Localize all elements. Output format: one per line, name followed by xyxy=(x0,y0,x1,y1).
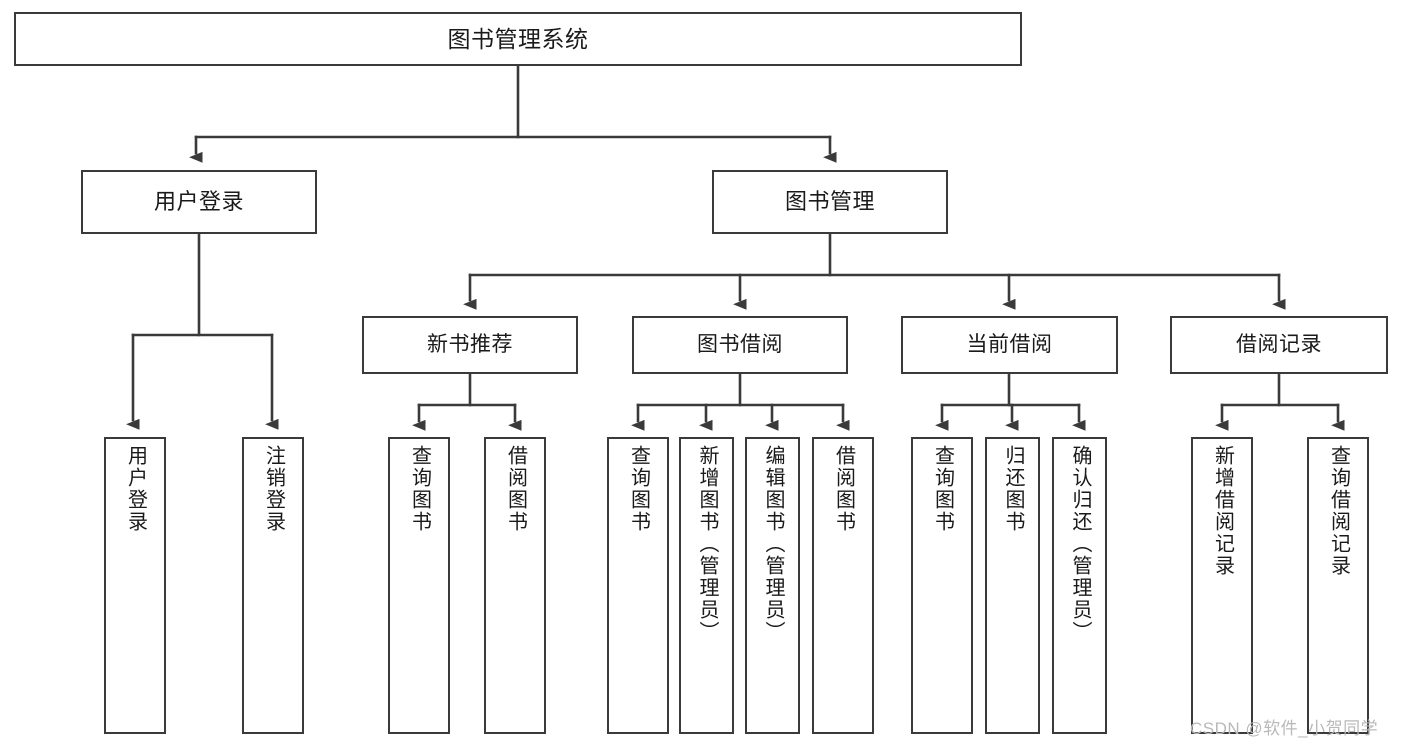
node-label: 借阅图书 xyxy=(504,445,527,533)
node-leaf-7[interactable]: 借阅图书 xyxy=(812,437,874,734)
node-leaf-1[interactable]: 注销登录 xyxy=(242,437,304,734)
node-level2-1[interactable]: 图书管理 xyxy=(712,170,948,234)
node-label: 图书借阅 xyxy=(697,332,783,356)
node-level3-1[interactable]: 图书借阅 xyxy=(632,316,848,374)
node-label: 借阅图书 xyxy=(832,445,855,533)
node-level2-0[interactable]: 用户登录 xyxy=(81,170,317,234)
node-label: 查询借阅记录 xyxy=(1327,445,1350,577)
node-leaf-4[interactable]: 查询图书 xyxy=(607,437,669,734)
csdn-watermark: CSDN @软件_小贺同学 xyxy=(1190,719,1379,738)
node-leaf-9[interactable]: 归还图书 xyxy=(985,437,1040,734)
node-leaf-8[interactable]: 查询图书 xyxy=(911,437,973,734)
node-label: 当前借阅 xyxy=(966,332,1053,356)
node-label: 新增借阅记录 xyxy=(1211,445,1234,577)
node-label: 编辑图书（管理员） xyxy=(762,445,784,643)
node-label: 查询图书 xyxy=(408,445,431,533)
node-label: 查询图书 xyxy=(627,445,650,533)
node-level3-3[interactable]: 借阅记录 xyxy=(1170,316,1388,374)
node-label: 新书推荐 xyxy=(427,332,513,356)
node-leaf-0[interactable]: 用户登录 xyxy=(104,437,166,734)
node-label: 用户登录 xyxy=(153,189,244,215)
node-label: 图书管理系统 xyxy=(447,25,589,52)
node-leaf-10[interactable]: 确认归还（管理员） xyxy=(1052,437,1107,734)
node-leaf-11[interactable]: 新增借阅记录 xyxy=(1191,437,1253,734)
node-root[interactable]: 图书管理系统 xyxy=(14,12,1022,66)
node-label: 图书管理 xyxy=(784,189,875,215)
node-leaf-3[interactable]: 借阅图书 xyxy=(484,437,546,734)
node-label: 注销登录 xyxy=(262,445,285,533)
node-leaf-5[interactable]: 新增图书（管理员） xyxy=(679,437,734,734)
node-level3-2[interactable]: 当前借阅 xyxy=(901,316,1118,374)
node-leaf-2[interactable]: 查询图书 xyxy=(388,437,450,734)
node-label: 查询图书 xyxy=(931,445,954,533)
node-leaf-12[interactable]: 查询借阅记录 xyxy=(1307,437,1369,734)
node-label: 新增图书（管理员） xyxy=(696,445,718,643)
node-leaf-6[interactable]: 编辑图书（管理员） xyxy=(745,437,800,734)
node-label: 确认归还（管理员） xyxy=(1069,445,1091,643)
node-level3-0[interactable]: 新书推荐 xyxy=(362,316,578,374)
node-label: 用户登录 xyxy=(124,445,147,533)
node-label: 借阅记录 xyxy=(1236,332,1322,356)
node-label: 归还图书 xyxy=(1002,445,1024,533)
